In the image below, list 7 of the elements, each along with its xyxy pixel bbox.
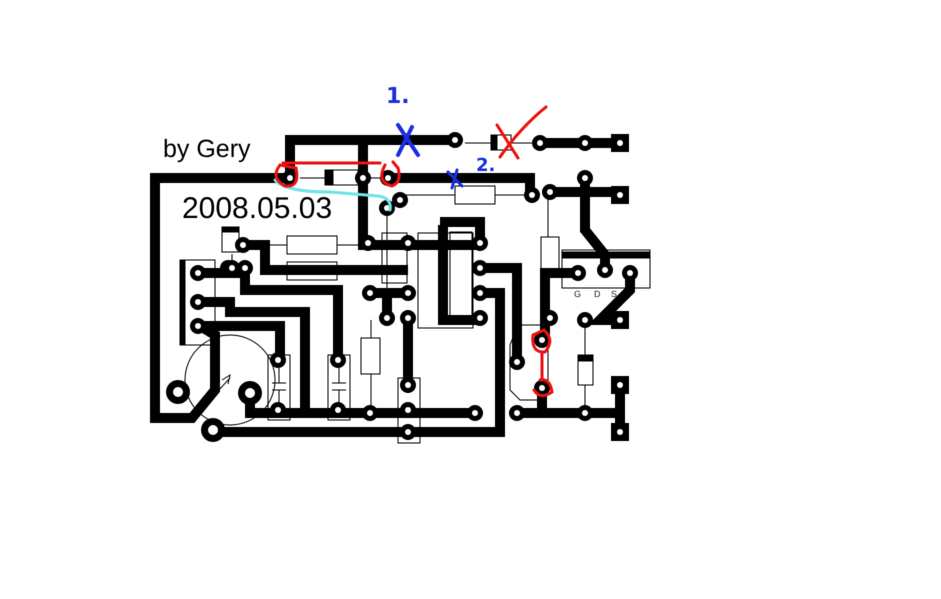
annotation-number: 2.	[476, 157, 496, 175]
author-text: by Gery	[163, 137, 251, 162]
pin-label: G	[574, 290, 582, 299]
date-text: 2008.05.03	[182, 194, 332, 224]
pin-label: S	[611, 290, 618, 299]
pin-label: D	[594, 290, 600, 299]
annotation-number: 1.	[386, 86, 410, 108]
